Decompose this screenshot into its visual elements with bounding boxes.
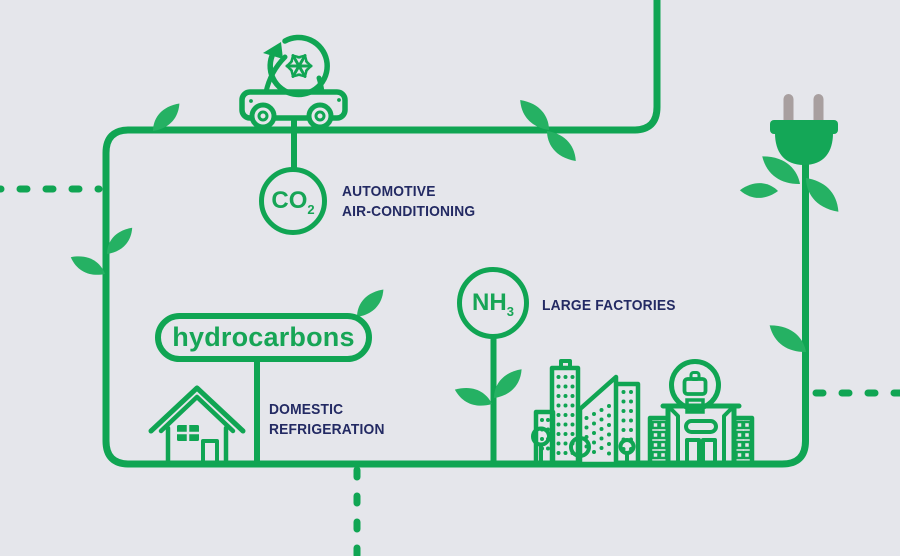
city-building-windows	[584, 404, 611, 458]
leaf-icon	[547, 131, 576, 161]
leaf-icon	[153, 103, 180, 131]
leaf-icon	[739, 183, 778, 198]
leaf-icon	[357, 289, 384, 317]
car-wheel	[306, 102, 334, 130]
city-buildings-icon	[531, 359, 641, 467]
car-air-conditioning-icon	[239, 34, 348, 130]
city-building-front	[577, 374, 619, 467]
nh3-formula: NH	[472, 289, 507, 316]
tree-icon	[531, 426, 551, 466]
co2-caption: AUTOMOTIVE AIR-CONDITIONING	[342, 182, 475, 222]
leaf-icons	[70, 100, 839, 406]
power-plug-icon	[770, 94, 838, 165]
city-building-antenna	[559, 359, 572, 370]
plug-prong	[813, 94, 824, 126]
leaf-icon	[70, 256, 105, 275]
nh3-caption-line1: LARGE FACTORIES	[542, 297, 676, 314]
hydrocarbons-caption: DOMESTIC REFRIGERATION	[269, 400, 385, 440]
car-body-dot	[249, 99, 253, 103]
leaf-icon	[520, 100, 549, 130]
car-wheel-hub	[314, 110, 326, 122]
car-body-dot	[337, 98, 341, 102]
recycle-arrowhead	[263, 42, 283, 59]
co2-formula: CO	[271, 187, 308, 214]
leaf-icon	[762, 156, 800, 185]
factory-icon	[647, 359, 755, 467]
factory-left-windows	[651, 420, 668, 460]
plug-prong	[783, 94, 794, 126]
main-pipeline-line	[102, 0, 809, 468]
leaf-icon	[769, 325, 806, 353]
house-door	[201, 439, 219, 466]
hydrocarbons-caption-line2: REFRIGERATION	[269, 421, 385, 438]
hydrocarbons-node: hydrocarbons	[155, 313, 372, 362]
nh3-subscript: 3	[506, 303, 514, 319]
hydrocarbons-label: hydrocarbons	[172, 322, 355, 352]
house-roof-outer	[148, 385, 246, 434]
factory-left-wing	[647, 415, 671, 467]
house-icon	[148, 385, 246, 467]
leaf-icon	[806, 178, 839, 212]
briefcase-badge-icon	[682, 371, 708, 396]
tree-icon	[618, 438, 636, 466]
car-wheel	[249, 102, 277, 130]
nh3-node: NH 3	[457, 267, 529, 339]
factory-right-windows	[735, 420, 752, 460]
factory-right-wing	[731, 415, 755, 467]
snowflake-icon	[285, 54, 313, 78]
co2-subscript: 2	[307, 201, 315, 217]
co2-caption-line1: AUTOMOTIVE	[342, 183, 436, 200]
car-wheel-hub	[257, 110, 269, 122]
city-building-windows	[621, 390, 633, 459]
house-roof-inner	[158, 394, 236, 434]
house-walls	[165, 425, 229, 467]
nh3-caption: LARGE FACTORIES	[542, 296, 676, 316]
factory-hall-window	[684, 419, 718, 434]
house-window-cross	[177, 425, 199, 441]
hydrocarbons-caption-line1: DOMESTIC	[269, 401, 344, 418]
tree-icon	[569, 436, 591, 466]
factory-doors	[685, 438, 717, 466]
leaf-icon	[494, 369, 522, 398]
co2-caption-line2: AIR-CONDITIONING	[342, 203, 476, 220]
leaf-icon	[107, 227, 133, 254]
plug-collar	[770, 120, 838, 134]
co2-node: CO 2	[259, 167, 327, 235]
factory-hall-inner	[667, 405, 735, 466]
factory-badge	[669, 359, 721, 411]
plug-body	[775, 133, 833, 165]
leaf-icon	[454, 388, 492, 406]
recycle-arrow-icon	[267, 34, 330, 98]
